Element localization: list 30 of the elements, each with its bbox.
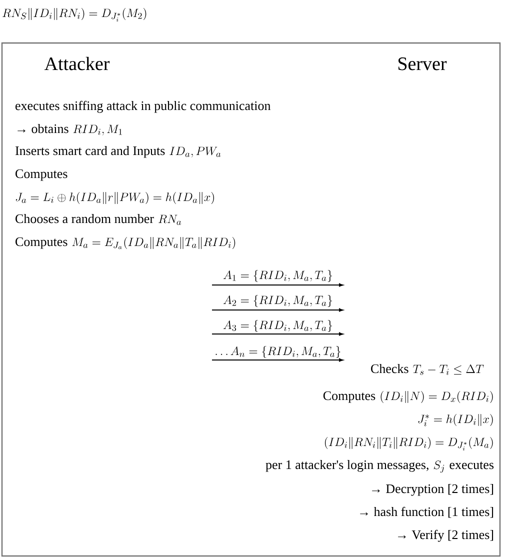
message-label: $A_1 = \{RID_i, M_a, T_a\}$ bbox=[223, 270, 332, 282]
step-text: executes sniffing attack in public communication bbox=[16, 100, 271, 113]
step-text: Inserts smart card and Inputs bbox=[15, 146, 165, 158]
formula: $RN_S \| ID_i \| RN_i) = D_{J_i^*}(M_2)$ bbox=[2, 8, 146, 22]
formula: $(ID_i \| N) = D_x(RID_i)$ bbox=[380, 391, 493, 404]
column-heading: Server bbox=[398, 57, 447, 70]
step-text: Chooses a random number bbox=[16, 214, 154, 224]
formula: $RN_a$ bbox=[158, 214, 182, 225]
formula: $ID_a, PW_a$ bbox=[170, 146, 221, 158]
formula: $J_i^* = h(ID_i \| x)$ bbox=[418, 414, 493, 426]
step-text: executes bbox=[450, 462, 494, 470]
step-text: → Verify [2 times] bbox=[398, 530, 494, 542]
formula: $(ID_i \| RN_i \| T_i \| RID_i) = D_{J_i^*}(M_a)$ bbox=[324, 437, 493, 451]
column-heading: Attacker bbox=[44, 56, 110, 70]
message-label: $A_2 = \{RID_i, M_a, T_a\}$ bbox=[223, 295, 332, 307]
formula: $RID_i, M_1$ bbox=[73, 124, 122, 136]
formula: $T_s - T_i \le \Delta T$ bbox=[413, 364, 484, 375]
formula: $M_a = E_{J_a}(ID_a \| RN_a \| T_a \| RID_i)$ bbox=[72, 237, 236, 250]
step-text: Checks bbox=[371, 364, 408, 374]
message-label: $A_3 = \{RID_i, M_a, T_a\}$ bbox=[223, 320, 332, 332]
step-text: → hash function [1 times] bbox=[360, 506, 494, 518]
step-text: Computes bbox=[323, 391, 376, 403]
step-text: → obtains bbox=[18, 124, 68, 134]
step-text: Computes bbox=[16, 169, 68, 181]
step-text: → Decryption [2 times] bbox=[372, 484, 494, 496]
step-text: Computes bbox=[16, 237, 68, 249]
step-text: per 1 attacker's login messages, bbox=[266, 460, 428, 472]
message-label: $\ldots A_n = \{RID_i, M_a, T_a\}$ bbox=[216, 346, 340, 358]
formula: $J_a = L_i \oplus h(ID_a \| r \| PW_a) = h(ID_a \| x)$ bbox=[16, 192, 214, 204]
formula: $S_j$ bbox=[434, 460, 444, 473]
